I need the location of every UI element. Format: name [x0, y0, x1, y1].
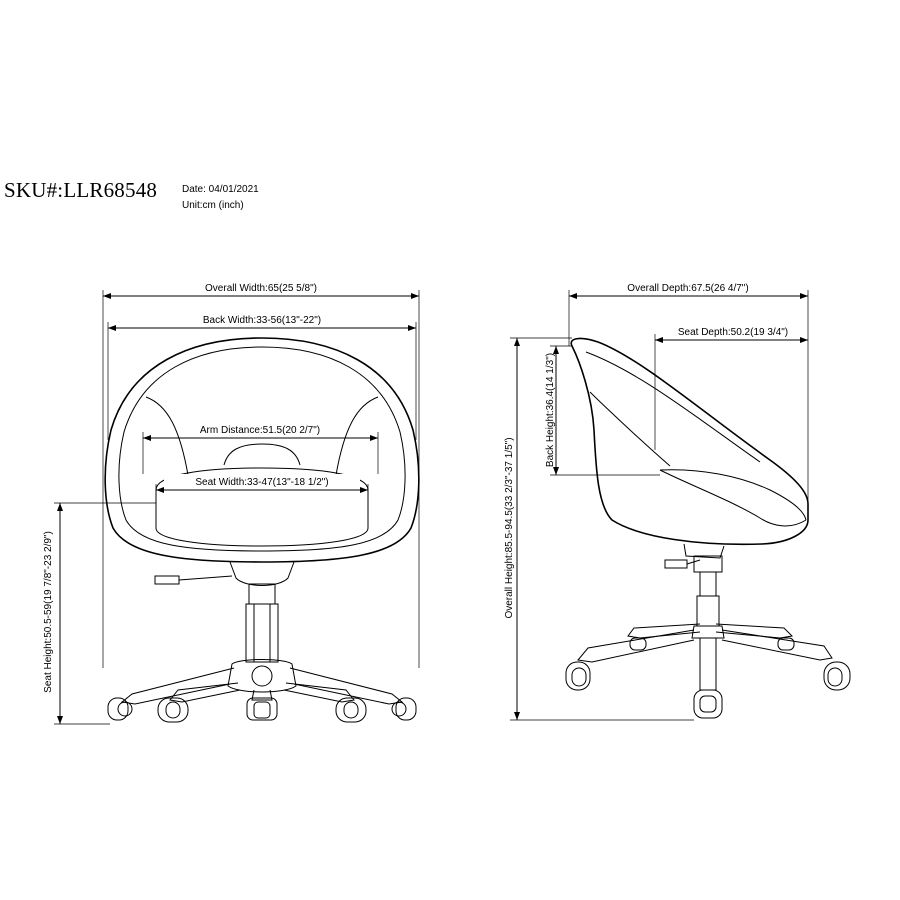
- chair-shell-side: [570, 337, 809, 546]
- caster: [157, 697, 189, 723]
- caster: [777, 637, 795, 651]
- overall-depth-dimension: Overall Depth:67.5(26 4/7"): [568, 283, 809, 500]
- caster: [693, 689, 723, 719]
- overall-width-label: Overall Width:65(25 5/8"): [205, 283, 317, 294]
- seat-depth-label: Seat Depth:50.2(19 3/4"): [678, 327, 788, 338]
- caster: [335, 697, 367, 723]
- casters-front: [107, 697, 417, 723]
- back-width-dimension: Back Width:33-56(13"-22"): [107, 315, 417, 440]
- arm-distance-label: Arm Distance:51.5(20 2/7"): [200, 425, 320, 436]
- unit-label: Unit:cm (inch): [182, 200, 244, 211]
- arm-distance-dimension: Arm Distance:51.5(20 2/7"): [142, 422, 379, 474]
- sku-label: SKU#:LLR68548: [4, 178, 158, 202]
- chair-shell-front: [104, 337, 420, 563]
- caster: [391, 697, 417, 721]
- seat-height-label: Seat Height:50.5-59(19 7/8"-23 2/9"): [43, 531, 54, 693]
- overall-height-dimension: Overall Height:85.5-94.5(33 2/3"-37 1/5"…: [504, 337, 694, 721]
- caster: [246, 697, 278, 721]
- caster: [107, 697, 133, 721]
- seat-width-label: Seat Width:33-47(13"-18 1/2"): [195, 477, 328, 488]
- caster: [565, 661, 591, 691]
- back-height-label: Back Height:36.4(14 1/3"): [545, 353, 556, 467]
- seat-width-dimension: Seat Width:33-47(13"-18 1/2"): [155, 474, 369, 500]
- caster: [629, 637, 647, 651]
- front-view: Overall Width:65(25 5/8") Back Width:33-…: [43, 283, 420, 725]
- chair-base-front: [120, 659, 404, 705]
- chair-base-side: [577, 623, 833, 691]
- overall-height-label: Overall Height:85.5-94.5(33 2/3"-37 1/5"…: [504, 437, 515, 618]
- caster: [823, 661, 851, 691]
- casters-side: [565, 637, 851, 719]
- back-height-dimension: Back Height:36.4(14 1/3"): [545, 345, 660, 476]
- seat-depth-dimension: Seat Depth:50.2(19 3/4"): [654, 327, 808, 450]
- date-label: Date: 04/01/2021: [182, 184, 259, 195]
- back-width-label: Back Width:33-56(13"-22"): [203, 315, 321, 326]
- gas-lift-front: [154, 561, 295, 663]
- side-view: Overall Depth:67.5(26 4/7") Seat Depth:5…: [504, 283, 851, 721]
- gas-lift-side: [664, 543, 725, 627]
- seat-height-dimension: Seat Height:50.5-59(19 7/8"-23 2/9"): [43, 502, 156, 725]
- overall-depth-label: Overall Depth:67.5(26 4/7"): [627, 283, 748, 294]
